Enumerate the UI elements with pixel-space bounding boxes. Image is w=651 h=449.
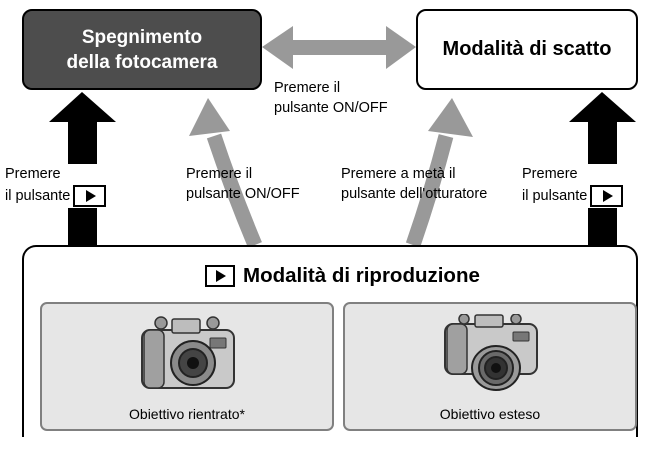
power-off-line2: della fotocamera xyxy=(66,51,218,73)
edge-label-off-to-shooting: Premere il pulsante ON/OFF xyxy=(274,78,388,118)
playback-mode-label: Modalità di riproduzione xyxy=(243,264,480,287)
edge-label-playback-to-shooting: Premere a metà il pulsante dell'otturato… xyxy=(341,164,487,204)
edge-label-line: Premere il xyxy=(186,166,253,182)
edge-label-text: il pulsante xyxy=(522,188,588,204)
edge-label-right-vertical: Premere il pulsante xyxy=(522,164,626,208)
playback-mode-title: Modalità di riproduzione xyxy=(205,262,480,290)
lens-retracted-box: Obiettivo rientrato* xyxy=(40,302,334,431)
edge-label-playback-to-off: Premere il pulsante ON/OFF xyxy=(186,164,300,204)
edge-label-left-vertical: Premere il pulsante xyxy=(5,164,109,208)
arrow-off-shooting-head-right xyxy=(386,26,416,69)
edge-label-text: il pulsante xyxy=(5,188,71,204)
edge-label-line: Premere xyxy=(5,166,61,182)
arrow-playback-to-power-off xyxy=(206,133,262,248)
edge-label-line-with-icon: il pulsante xyxy=(522,184,624,208)
playback-button-icon xyxy=(590,185,624,207)
edge-label-line-with-icon: il pulsante xyxy=(5,184,107,208)
arrow-playback-to-shooting-head xyxy=(428,98,473,137)
lens-retracted-label: Obiettivo rientrato* xyxy=(129,406,245,422)
playback-button-icon xyxy=(73,185,107,207)
arrow-right-vertical-head-up xyxy=(569,92,636,122)
edge-label-line: Premere a metà il xyxy=(341,166,456,182)
camera-lens-extended-icon xyxy=(444,314,538,391)
arrow-left-vertical-head-up xyxy=(49,92,116,122)
arrow-playback-to-power-off-head xyxy=(189,98,230,136)
camera-lens-retracted-icon xyxy=(141,316,235,389)
edge-label-line: Premere xyxy=(522,166,578,182)
shooting-mode-box: Modalità di scatto xyxy=(416,9,638,90)
arrow-off-shooting-shaft xyxy=(285,40,395,55)
playback-button-icon xyxy=(205,265,235,287)
power-off-line1: Spegnimento xyxy=(81,26,203,48)
edge-label-line: pulsante dell'otturatore xyxy=(341,186,488,202)
arrow-playback-to-shooting xyxy=(405,134,454,248)
lens-extended-box: Obiettivo esteso xyxy=(343,302,637,431)
shooting-mode-label: Modalità di scatto xyxy=(442,38,612,60)
power-off-box: Spegnimento della fotocamera xyxy=(22,9,262,90)
edge-label-line: pulsante ON/OFF xyxy=(186,186,300,202)
arrow-off-shooting-head-left xyxy=(262,26,293,69)
edge-label-line: Premere il xyxy=(274,80,341,96)
lens-extended-label: Obiettivo esteso xyxy=(439,406,541,422)
edge-label-line: pulsante ON/OFF xyxy=(274,100,388,116)
